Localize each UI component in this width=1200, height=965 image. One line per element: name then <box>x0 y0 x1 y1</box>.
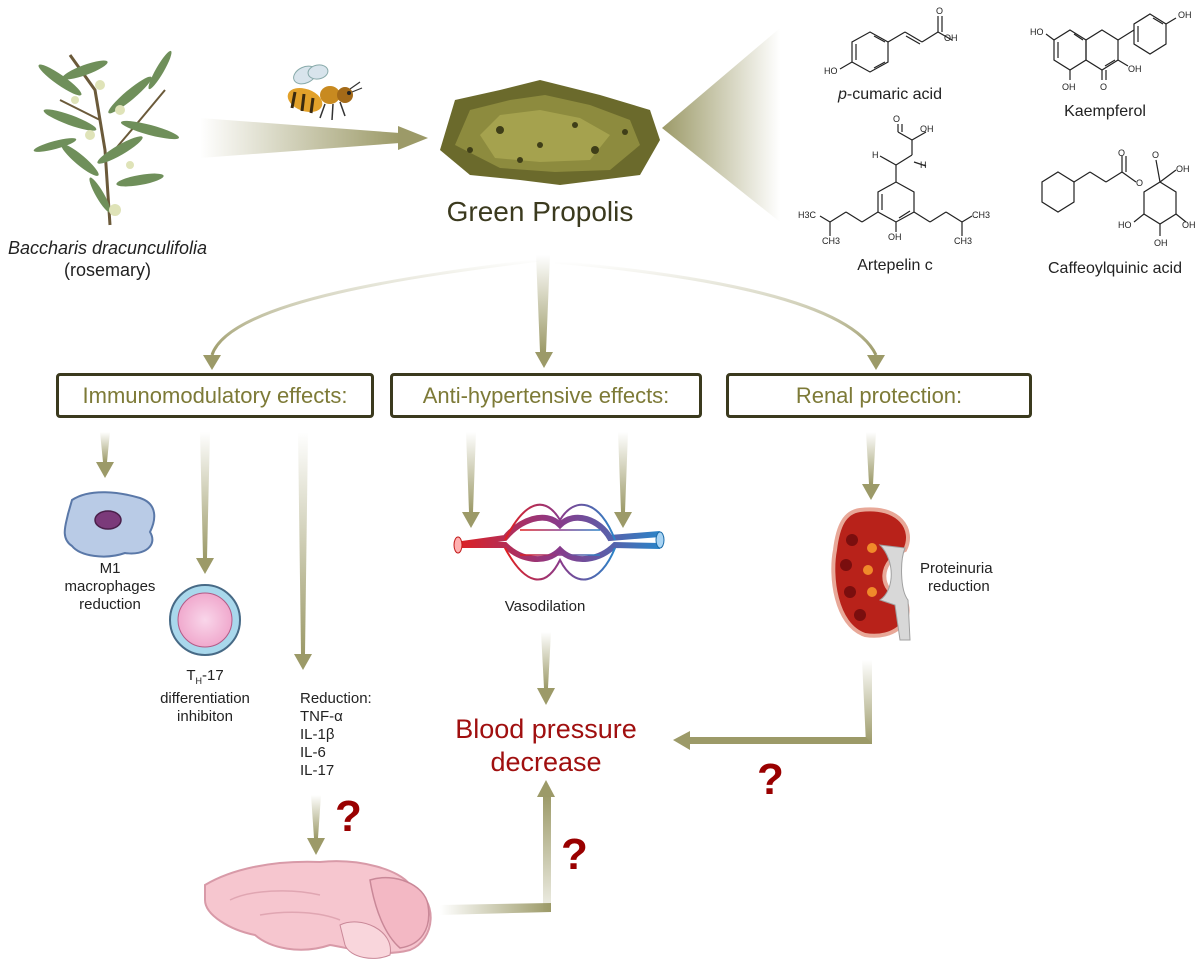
reduction-label: Reduction: TNF-α IL-1β IL-6 IL-17 <box>300 690 372 780</box>
plant-common-name: (rosemary) <box>63 260 151 280</box>
blood-vessels-illustration <box>453 503 665 581</box>
compound-p-italic: p <box>837 86 847 103</box>
outcome-line2: decrease <box>490 747 602 777</box>
chem-oh-4: OH <box>1128 64 1142 74</box>
structure-artepelin-c <box>819 124 973 236</box>
chem-ho-1: HO <box>824 66 838 76</box>
cytokine-il-1beta: IL-1β <box>300 726 335 743</box>
plant-illustration <box>33 50 180 226</box>
compound-caffeoylquinic: Caffeoylquinic acid <box>1047 260 1182 277</box>
vasodilation-label: Vasodilation <box>504 598 586 615</box>
box-immunomodulatory: Immunomodulatory effects: <box>56 373 374 418</box>
arrows-propolis-to-boxes <box>203 255 885 370</box>
chem-o-1: O <box>936 6 944 16</box>
question-mark-brain-outcome: ? <box>561 830 588 879</box>
arrow-brain-to-outcome <box>440 780 555 915</box>
th17-line2: differentiation <box>160 690 250 707</box>
compound-p-rest: -cumaric acid <box>846 86 943 103</box>
cytokine-il-6: IL-6 <box>300 744 326 761</box>
outcome-label: Blood pressure decrease <box>430 713 662 779</box>
chem-o-5: O <box>1136 178 1144 188</box>
compound-artepelin: Artepelin c <box>857 257 933 274</box>
m1-line3: reduction <box>79 596 141 613</box>
chem-o-4: O <box>1118 148 1126 158</box>
chem-oh-2: OH <box>1178 10 1192 20</box>
compound-kaempferol: Kaempferol <box>1064 103 1146 120</box>
plant-label: Baccharis dracunculifolia (rosemary) <box>0 237 215 281</box>
page-title: Green Propolis <box>446 196 634 227</box>
th17-label: TH-17 differentiation inhibiton <box>140 667 270 726</box>
chem-oh-6: OH <box>920 124 934 134</box>
chem-ho-2: HO <box>1030 27 1044 37</box>
structure-p-cumaric-acid <box>839 16 953 73</box>
chem-ch3-1: CH3 <box>822 236 841 246</box>
chem-ch3-3: CH3 <box>954 236 973 246</box>
arrows-immuno-branches <box>96 432 312 670</box>
propolis-illustration <box>440 80 660 185</box>
structure-caffeoylquinic-acid <box>1041 156 1187 236</box>
arrows-antihyper-branches <box>462 432 632 528</box>
cytokine-il-17: IL-17 <box>300 762 335 779</box>
arrow-plant-to-propolis <box>200 118 428 158</box>
chem-oh-5: OH <box>888 232 902 242</box>
arrow-cytokines-to-brain <box>307 795 325 855</box>
bee-icon <box>287 64 363 121</box>
th17-rest: -17 <box>201 667 224 684</box>
chem-o-3: O <box>893 114 901 124</box>
box-anti-hypertensive: Anti-hypertensive effects: <box>390 373 702 418</box>
question-mark-brain: ? <box>335 792 362 841</box>
chem-oh-9: OH <box>1182 220 1196 230</box>
arrow-vasodilation-to-outcome <box>537 632 555 705</box>
chem-o-6: O <box>1152 150 1160 160</box>
chem-h3c: H3C <box>798 210 817 220</box>
arrow-kidney-to-outcome <box>673 660 872 750</box>
fan-to-compounds <box>662 28 780 222</box>
compound-p-cumaric: p-cumaric acid <box>820 86 960 104</box>
chem-oh-8: OH <box>1154 238 1168 248</box>
plant-scientific-name: Baccharis dracunculifolia <box>7 238 208 258</box>
proteinuria-line1: Proteinuria <box>920 560 993 577</box>
box-renal-protection: Renal protection: <box>726 373 1032 418</box>
question-mark-kidney: ? <box>757 755 784 804</box>
th17-line3: inhibiton <box>177 708 233 725</box>
chem-h-2: H <box>920 160 927 170</box>
th17-cell <box>169 584 241 656</box>
m1-label: M1 macrophages reduction <box>55 560 165 614</box>
th17-sub: H <box>195 676 202 686</box>
structure-kaempferol <box>1045 13 1177 80</box>
m1-line1: M1 <box>99 560 121 577</box>
th17-t: T <box>186 667 196 684</box>
arrow-renal-branch <box>862 432 880 500</box>
proteinuria-line2: reduction <box>928 578 990 595</box>
proteinuria-label: Proteinuria reduction <box>920 560 993 596</box>
cytokine-tnf-alpha: TNF-α <box>300 708 343 725</box>
chem-oh-7: OH <box>1176 164 1190 174</box>
kidney-illustration <box>831 507 911 641</box>
chem-ho-3: HO <box>1118 220 1132 230</box>
reduction-title: Reduction: <box>300 690 372 707</box>
outcome-line1: Blood pressure <box>455 714 637 744</box>
chem-ch3-2: CH3 <box>972 210 991 220</box>
macrophage-cell <box>63 491 156 558</box>
brain-illustration <box>204 860 432 959</box>
chem-o-2: O <box>1100 82 1108 92</box>
chem-h-1: H <box>872 150 879 160</box>
m1-line2: macrophages <box>64 578 156 595</box>
chem-oh-1: OH <box>944 33 958 43</box>
chem-oh-3: OH <box>1062 82 1076 92</box>
